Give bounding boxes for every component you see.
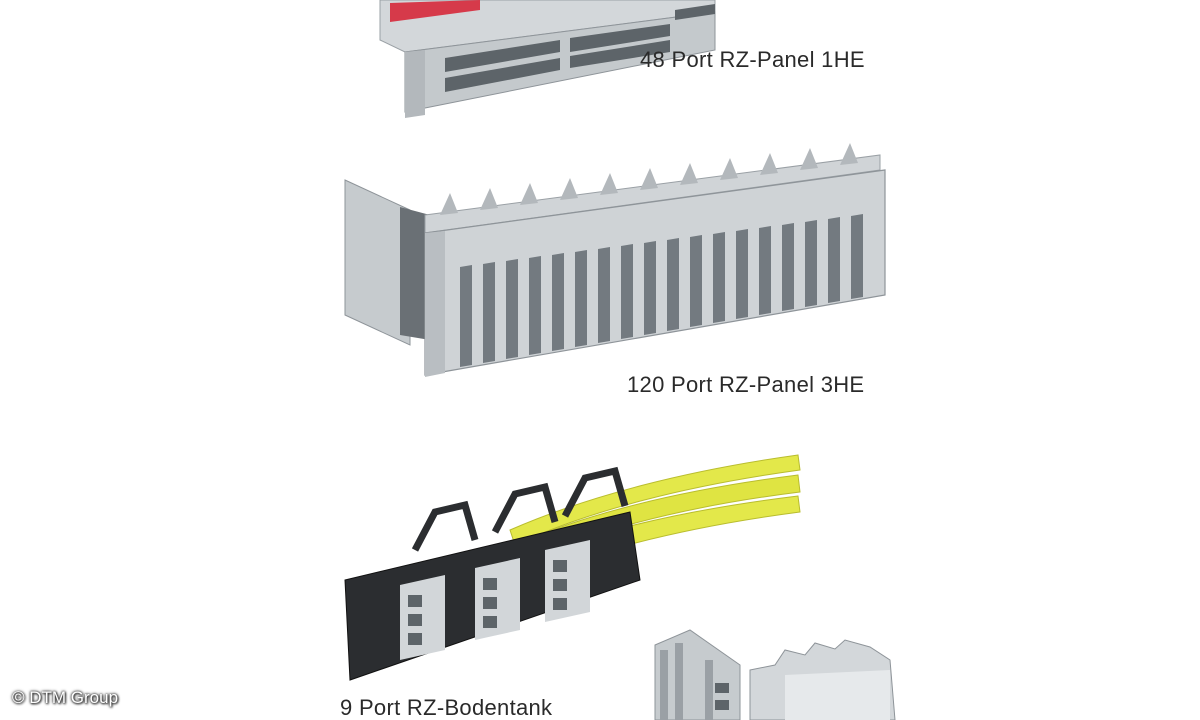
caption-48-port-panel: 48 Port RZ-Panel 1HE [640,47,865,72]
panel-48-port-image [379,0,716,118]
floor-tank-9-port-image [344,454,801,681]
panel-120-port-image [344,143,886,377]
caption-120-port-panel: 120 Port RZ-Panel 3HE [627,372,865,397]
floor-tank-modules-image [654,629,896,720]
copyright-notice: © DTM Group [12,688,119,707]
caption-9-port-floor-tank: 9 Port RZ-Bodentank [340,695,553,720]
